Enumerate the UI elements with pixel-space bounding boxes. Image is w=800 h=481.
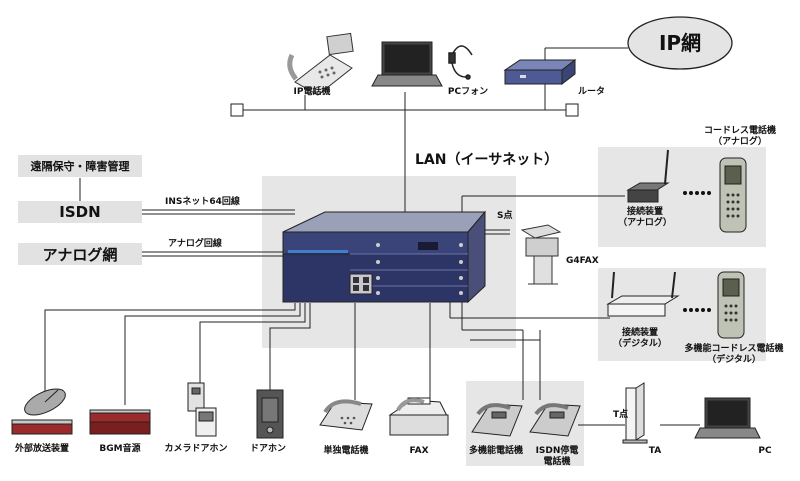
connector-digital-label-2: （デジタル） (613, 339, 667, 349)
maintenance-box: 遠隔保守・障害管理 (18, 155, 142, 177)
analog-connector-icon (626, 149, 670, 203)
pbx-unit (282, 210, 487, 304)
pc-label: PC (758, 446, 772, 456)
fax-icon (388, 397, 449, 436)
door-label: ドアホン (249, 444, 287, 454)
camera-doorphone-icon (187, 382, 217, 437)
pc-phone-label: PCフォン (447, 87, 489, 97)
headset-icon (448, 45, 473, 80)
isdn-box: ISDN (18, 201, 142, 223)
t-point-label: T点 (613, 410, 629, 420)
connector-digital-label-1: 接続装置 (621, 328, 659, 338)
isdn-phone-icon (529, 403, 581, 437)
single-phone-icon (319, 399, 373, 431)
cordless-analog-label-1: コードレス電話機 (703, 126, 777, 136)
dots-analog (683, 191, 711, 195)
cordless-digital-label-1: 多機能コードレス電話機 (684, 344, 784, 354)
ip-network-label: IP網 (658, 31, 702, 55)
router-label: ルータ (578, 87, 606, 97)
ta-icon (622, 382, 648, 444)
pa-system-icon (11, 388, 73, 435)
ip-phone-icon (287, 32, 354, 96)
pc-icon (694, 397, 761, 439)
connector-analog-label-1: 接続装置 (626, 207, 664, 217)
camera-door-label: カメラドアホン (164, 444, 228, 454)
laptop-icon (371, 41, 443, 87)
s-point-label: S点 (497, 211, 513, 221)
connector-analog-label-2: （アナログ） (618, 218, 672, 228)
lan-label: LAN（イーサネット） (415, 152, 559, 168)
dots-digital (683, 308, 711, 312)
analog-network-box: アナログ網 (18, 243, 142, 265)
analog-line-label: アナログ回線 (168, 239, 222, 249)
doorphone-icon (256, 389, 284, 439)
fax-label: FAX (409, 446, 429, 456)
router-icon (503, 58, 577, 86)
cordless-phone-digital-icon (717, 271, 745, 339)
bgm-label: BGM音源 (99, 444, 141, 454)
cordless-digital-label-2: （デジタル） (707, 355, 761, 365)
multi-function-phone-icon (471, 403, 523, 437)
pa-label: 外部放送装置 (14, 444, 70, 454)
g4fax-icon (520, 224, 562, 285)
lan-bus (230, 47, 628, 212)
single-phone-label: 単独電話機 (323, 446, 369, 456)
isdn-phone-label-1: ISDN停電 (535, 446, 579, 456)
multi-phone-label: 多機能電話機 (468, 446, 524, 456)
cordless-analog-label-2: （アナログ） (713, 137, 767, 147)
ta-label: TA (648, 446, 662, 456)
cordless-phone-analog-icon (719, 157, 747, 233)
ip-network-cloud (627, 16, 733, 70)
left-lines (44, 178, 700, 426)
ip-phone-label: IP電話機 (293, 87, 331, 97)
bgm-source-icon (89, 409, 151, 435)
g4fax-label: G4FAX (566, 256, 599, 266)
isdn-phone-label-2: 電話機 (543, 457, 571, 467)
ins64-line-label: INSネット64回線 (165, 197, 240, 207)
digital-connector-icon (606, 271, 680, 317)
